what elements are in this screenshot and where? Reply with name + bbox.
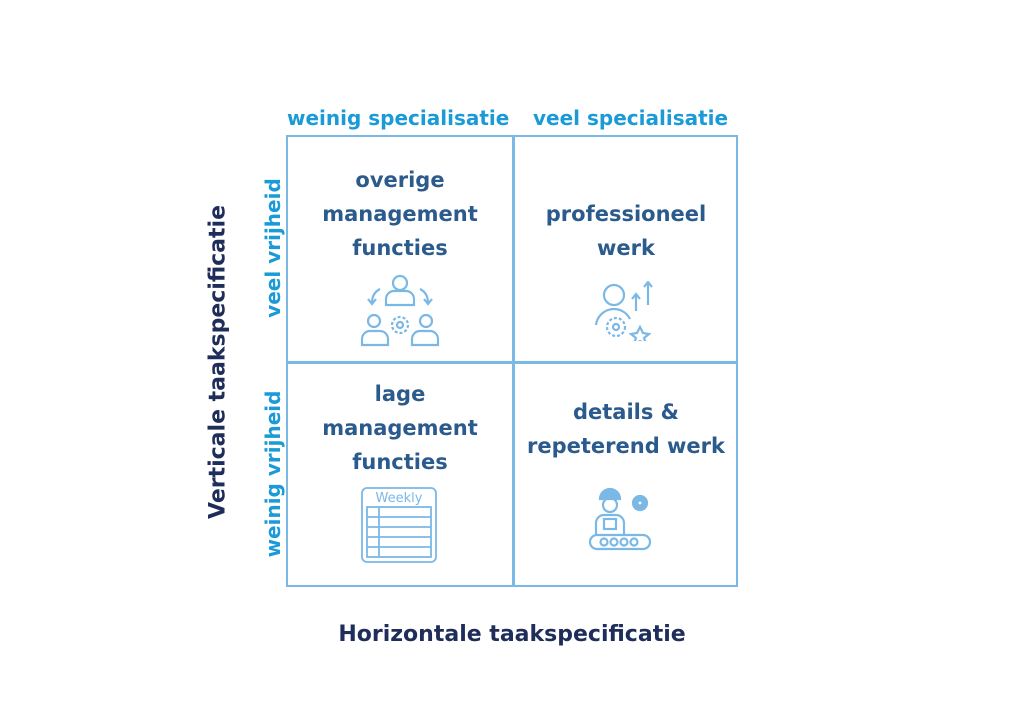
column-header-high: veel specialisatie xyxy=(533,106,729,130)
quadrant-label: repeterend werk xyxy=(526,434,725,458)
quadrant-label: functies xyxy=(352,450,448,474)
quadrant-label: werk xyxy=(597,236,655,260)
quadrant-label: overige xyxy=(355,168,445,192)
quadrant-label: management xyxy=(322,416,478,440)
quadrant-label: lage xyxy=(374,382,426,406)
team-management-icon xyxy=(360,274,440,347)
row-header-high: veel vrijheid xyxy=(261,178,285,318)
quadrant-label: functies xyxy=(352,236,448,260)
quadrant-label: details & xyxy=(572,400,679,424)
quadrant-bottom-right: details & repeterend werk xyxy=(514,395,738,463)
professional-growth-icon xyxy=(594,281,653,341)
quadrant-bottom-left: lage management functies xyxy=(288,377,512,479)
horizontal-axis-title: Horizontale taakspecificatie xyxy=(338,622,686,647)
row-header-low: weinig vrijheid xyxy=(261,390,285,558)
column-header-low: weinig specialisatie xyxy=(287,106,510,130)
vertical-axis-title: Verticale taakspecificatie xyxy=(205,204,231,520)
quadrant-top-right: professioneel werk xyxy=(514,197,738,265)
quadrant-top-left: overige management functies xyxy=(288,163,512,265)
quadrant-label: professioneel xyxy=(545,202,707,226)
divider-horizontal xyxy=(288,361,736,364)
assembly-worker-icon xyxy=(588,487,652,551)
quadrant-label: management xyxy=(322,202,478,226)
weekly-label: Weekly xyxy=(376,491,423,506)
weekly-schedule-icon: Weekly xyxy=(361,487,437,563)
matrix-grid: overige management functies professionee… xyxy=(286,135,738,587)
